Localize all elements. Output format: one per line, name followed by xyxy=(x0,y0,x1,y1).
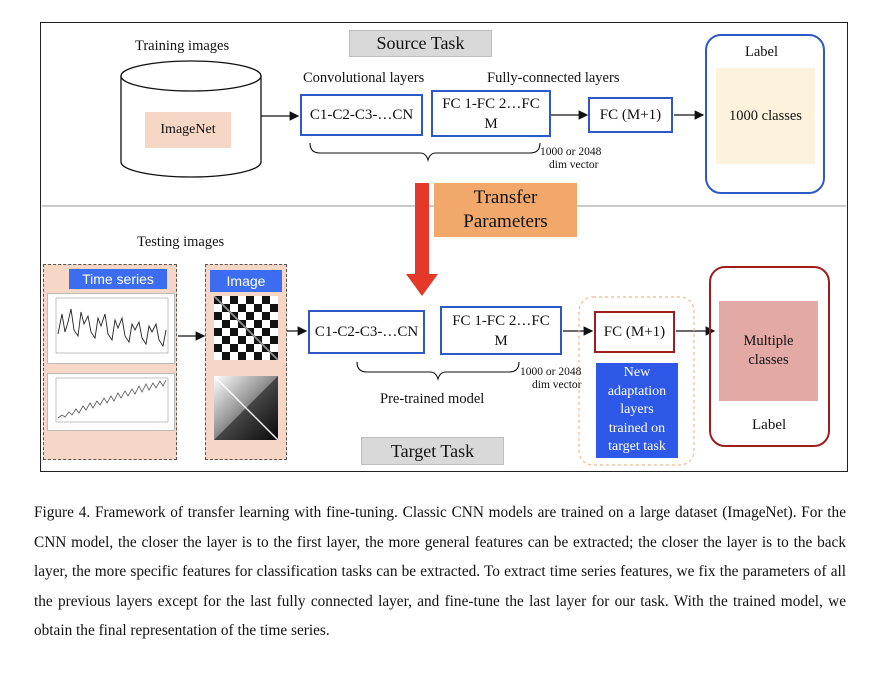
image-header: Image xyxy=(210,270,282,292)
source-dim-line1: 1000 or 2048 xyxy=(540,146,602,158)
source-task-tag: Source Task xyxy=(349,30,492,57)
source-fcm1-block: FC (M+1) xyxy=(588,97,673,133)
target-conv-label: C1-C2-C3-…CN xyxy=(314,323,419,340)
label-panel-source xyxy=(705,34,825,194)
new-layers-line3: layers xyxy=(620,402,654,418)
target-fcm1-block: FC (M+1) xyxy=(594,311,675,353)
label-target-title: Label xyxy=(752,417,787,433)
pretrained-model-label: Pre-trained model xyxy=(380,391,485,407)
new-layers-outline xyxy=(578,296,695,466)
source-dim-vector: 1000 or 2048 dim vector xyxy=(540,146,601,172)
target-task-label: Target Task xyxy=(390,440,475,461)
transfer-arrow-head xyxy=(406,274,438,296)
source-conv-block: C1-C2-C3-…CN xyxy=(300,94,423,136)
time-series-plot-1 xyxy=(47,293,175,364)
transfer-line1: Transfer xyxy=(473,187,538,208)
target-dim-vector: 1000 or 2048 dim vector xyxy=(520,366,582,392)
time-series-header: Time series xyxy=(69,269,167,289)
label-panel-target xyxy=(709,266,830,447)
imagenet-box: ImageNet xyxy=(145,112,231,148)
testing-images-label: Testing images xyxy=(137,234,225,250)
time-series-header-label: Time series xyxy=(82,271,154,287)
source-fcm1-label: FC (M+1) xyxy=(599,106,662,123)
transfer-parameters-box: Transfer Parameters xyxy=(434,183,577,237)
target-fc-block: FC 1-FC 2…FC M xyxy=(440,306,562,355)
new-layers-line2: adaptation xyxy=(607,383,667,399)
new-layers-line5: target task xyxy=(608,439,666,455)
transfer-line2: Parameters xyxy=(463,211,548,232)
label-source-title: Label xyxy=(745,44,779,60)
image-header-label: Image xyxy=(226,273,266,289)
imagenet-label: ImageNet xyxy=(160,122,216,137)
new-adaptation-layers-box: New adaptation layers trained on target … xyxy=(596,363,678,458)
conv-layers-label: Convolutional layers xyxy=(303,70,425,86)
target-fc-line2: M xyxy=(494,332,508,349)
figure-caption: Figure 4. Framework of transfer learning… xyxy=(34,498,846,646)
source-task-label: Source Task xyxy=(376,33,465,53)
transfer-arrow-shaft xyxy=(415,183,429,275)
target-dim-line1: 1000 or 2048 xyxy=(520,366,582,378)
fc-layers-label: Fully-connected layers xyxy=(487,70,620,86)
multiple-classes-line2: classes xyxy=(748,352,789,368)
target-conv-block: C1-C2-C3-…CN xyxy=(308,310,425,354)
target-task-tag: Target Task xyxy=(361,437,504,465)
classes-1000-box: 1000 classes xyxy=(716,68,815,164)
time-series-plot-2 xyxy=(47,373,175,431)
target-fcm1-label: FC (M+1) xyxy=(603,323,666,340)
brace-bottom xyxy=(356,361,520,381)
caption-text: Figure 4. Framework of transfer learning… xyxy=(34,504,846,640)
recurrence-image-1 xyxy=(214,296,278,360)
source-fc-block: FC 1-FC 2…FC M xyxy=(431,90,551,137)
brace-top xyxy=(309,142,541,162)
figure-frame xyxy=(40,22,848,472)
source-fc-line2: M xyxy=(484,115,498,132)
multiple-classes-line1: Multiple xyxy=(743,333,794,349)
target-dim-line2: dim vector xyxy=(532,379,582,391)
source-dim-line2: dim vector xyxy=(549,159,599,171)
training-images-label: Training images xyxy=(135,38,230,54)
target-fc-line1: FC 1-FC 2…FC xyxy=(452,312,550,329)
multiple-classes-box: Multiple classes xyxy=(719,301,818,401)
recurrence-image-2 xyxy=(214,376,278,440)
classes-1000-label: 1000 classes xyxy=(729,107,802,124)
new-layers-line4: trained on xyxy=(608,420,666,436)
source-fc-line1: FC 1-FC 2…FC xyxy=(442,95,540,112)
source-conv-label: C1-C2-C3-…CN xyxy=(309,106,414,123)
new-layers-line1: New xyxy=(623,365,651,381)
